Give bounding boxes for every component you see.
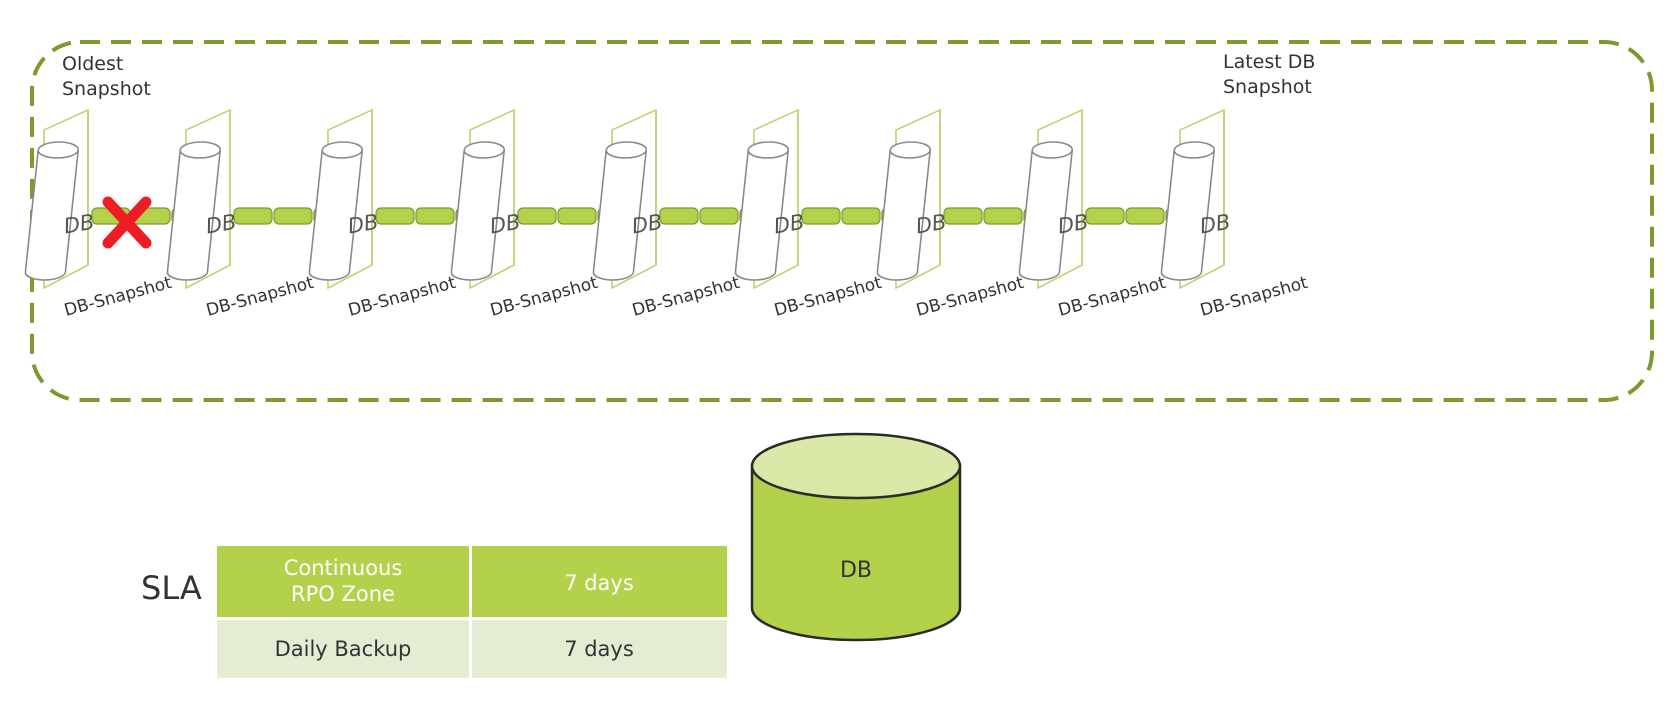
sla-table: Continuous RPO Zone 7 days Daily Backup … <box>217 546 727 678</box>
database-label: DB <box>840 558 872 583</box>
snapshot-caption: DB-Snapshot <box>62 273 174 321</box>
sla-row-1-name-line1: Continuous <box>284 556 403 580</box>
log-segment <box>983 207 1023 225</box>
log-segment <box>801 207 841 225</box>
log-segment <box>943 207 983 225</box>
snapshot-chain <box>91 207 1205 225</box>
snapshot-db-label: DB <box>630 210 664 239</box>
snapshot-db-label: DB <box>62 210 96 239</box>
snapshot-caption: DB-Snapshot <box>1056 273 1168 321</box>
latest-snapshot-label-line2: Snapshot <box>1223 76 1312 98</box>
log-segment <box>557 207 597 225</box>
log-segment <box>699 207 739 225</box>
db-snapshot: DB DB-Snapshot <box>1160 108 1310 321</box>
snapshot-caption: DB-Snapshot <box>1198 273 1310 321</box>
snapshot-caption: DB-Snapshot <box>488 273 600 321</box>
snapshot-db-label: DB <box>1198 210 1232 239</box>
snapshot-db-label: DB <box>488 210 522 239</box>
oldest-snapshot-label-line2: Snapshot <box>62 78 151 100</box>
snapshot-caption: DB-Snapshot <box>630 273 742 321</box>
snapshot-caption: DB-Snapshot <box>204 273 316 321</box>
log-segment <box>233 207 273 225</box>
sla-row-2-name: Daily Backup <box>275 637 412 661</box>
log-segment <box>1125 207 1165 225</box>
log-segment <box>1085 207 1125 225</box>
oldest-snapshot-label-line1: Oldest <box>62 53 123 75</box>
expired-snapshot-x-icon <box>102 196 152 249</box>
sla-row-2-name-cell <box>217 620 469 678</box>
snapshot-db-label: DB <box>772 210 806 239</box>
log-segment <box>517 207 557 225</box>
sla-row-1-value-cell <box>472 546 727 617</box>
log-segment <box>273 207 313 225</box>
sla-row-2-value: 7 days <box>564 637 634 661</box>
database-icon: DB <box>750 432 962 642</box>
sla-row-1-value: 7 days <box>564 571 634 595</box>
snapshot-caption: DB-Snapshot <box>346 273 458 321</box>
db-snapshot: DB DB-Snapshot <box>166 108 316 321</box>
snapshot-caption: DB-Snapshot <box>914 273 1026 321</box>
log-segment <box>841 207 881 225</box>
snapshot-db-label: DB <box>914 210 948 239</box>
snapshot-db-label: DB <box>346 210 380 239</box>
log-segment <box>659 207 699 225</box>
snapshot-db-label: DB <box>1056 210 1090 239</box>
sla-row-2-value-cell <box>472 620 727 678</box>
db-snapshot: DB DB-Snapshot <box>24 108 174 321</box>
sla-row-1-name-cell <box>217 546 469 617</box>
snapshot-caption: DB-Snapshot <box>772 273 884 321</box>
latest-snapshot-label-line1: Latest DB <box>1223 51 1315 73</box>
snapshot-db-label: DB <box>204 210 238 239</box>
log-segment <box>375 207 415 225</box>
sla-row-1-name-line2: RPO Zone <box>291 582 395 606</box>
log-segment <box>415 207 455 225</box>
sla-label: SLA <box>141 569 202 607</box>
